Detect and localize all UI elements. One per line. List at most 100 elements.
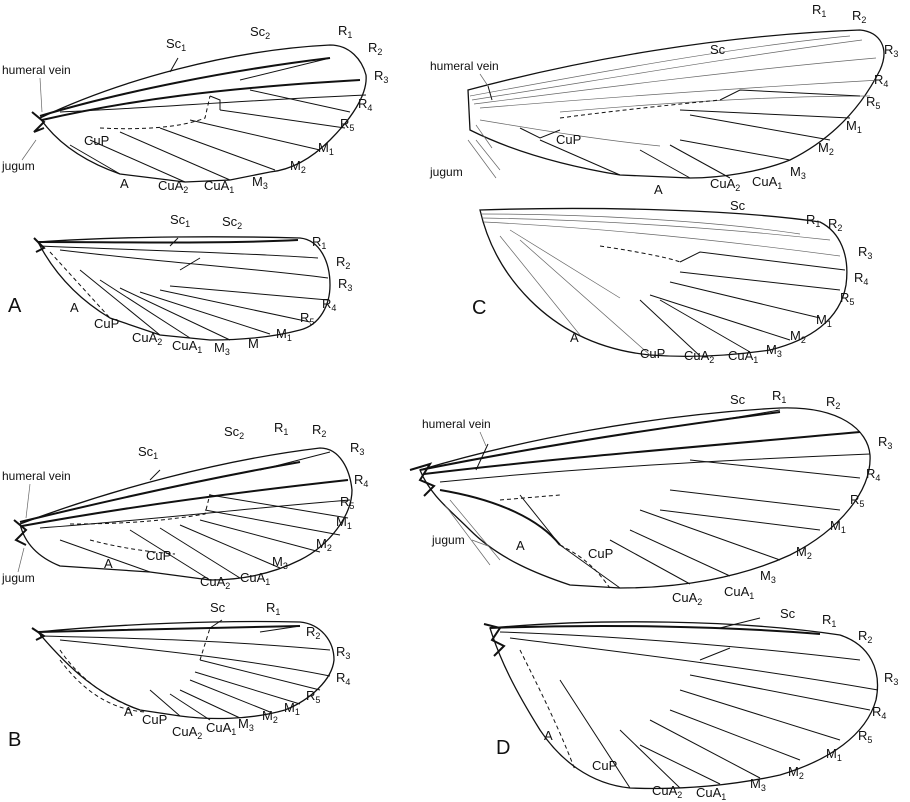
label-a-hw-m1: M1 xyxy=(276,326,292,343)
label-c-fw-cua2: CuA2 xyxy=(710,176,740,193)
label-c-hw-r3: R3 xyxy=(858,244,872,261)
label-b-fw-m1: M1 xyxy=(336,514,352,531)
label-d-hw-sc: Sc xyxy=(780,606,796,621)
label-d-fw-cup: CuP xyxy=(588,546,613,561)
label-b-fw-sc1: Sc1 xyxy=(138,444,158,461)
label-a-hw-r4: R4 xyxy=(322,296,336,313)
label-a-hw-cua1: CuA1 xyxy=(172,338,202,355)
label-b-fw-m2: M2 xyxy=(316,536,332,553)
label-c-hw-r1: R1 xyxy=(806,212,820,229)
label-d-fw-r5: R5 xyxy=(850,492,864,509)
hindwing-d xyxy=(483,617,879,790)
label-c-fw-m2: M2 xyxy=(818,140,834,157)
label-d-fw-cua2: CuA2 xyxy=(672,590,702,607)
label-a-fw-m2: M2 xyxy=(290,158,306,175)
label-d-fw-m1: M1 xyxy=(830,518,846,535)
forewing-d xyxy=(409,407,871,589)
label-a-fw-cua1: CuA1 xyxy=(204,178,234,195)
label-c-hw-sc: Sc xyxy=(730,198,746,213)
panel-label-c: C xyxy=(472,297,486,319)
label-c-fw-r3: R3 xyxy=(884,42,898,59)
label-a-fw-a: A xyxy=(120,176,129,191)
label-b-hw-r2: R2 xyxy=(306,624,320,641)
label-a-fw-r2: R2 xyxy=(368,40,382,57)
label-b-hw-m1: M1 xyxy=(284,700,300,717)
label-b-fw-cua1: CuA1 xyxy=(240,570,270,587)
label-a-fw-cua2: CuA2 xyxy=(158,178,188,195)
label-b-hw-r1: R1 xyxy=(266,600,280,617)
label-d-hw-cua2: CuA2 xyxy=(652,783,682,800)
label-d-fw-r2: R2 xyxy=(826,394,840,411)
label-a-hw-sc1: Sc1 xyxy=(170,212,190,229)
label-a-hw-r5: R5 xyxy=(300,310,314,327)
label-c-hw-r2: R2 xyxy=(828,216,842,233)
label-c-hw-cup: CuP xyxy=(640,346,665,361)
label-b-hw-a: A xyxy=(124,704,133,719)
label-c-fw-cup: CuP xyxy=(556,132,581,147)
label-d-hw-r2: R2 xyxy=(858,628,872,645)
label-c-fw-sc: Sc xyxy=(710,42,726,57)
panel-c: Sc R1 R2 R3 R4 R5 M1 M2 M3 CuA1 CuA2 xyxy=(429,2,898,365)
label-d-hw-r4: R4 xyxy=(872,704,886,721)
label-a-hw-a: A xyxy=(70,300,79,315)
panel-label-b: B xyxy=(8,729,21,751)
label-c-hw-m1: M1 xyxy=(816,312,832,329)
label-a-fw-jugum: jugum xyxy=(1,159,35,173)
label-d-fw-m2: M2 xyxy=(796,544,812,561)
label-a-hw-m3: M3 xyxy=(214,340,230,357)
label-c-hw-m2: M2 xyxy=(790,328,806,345)
label-d-fw-r1: R1 xyxy=(772,388,786,405)
label-c-fw-r4: R4 xyxy=(874,72,888,89)
label-a-fw-r4: R4 xyxy=(358,96,372,113)
label-b-hw-cua2: CuA2 xyxy=(172,724,202,741)
hindwing-a xyxy=(33,236,331,341)
label-a-fw-humeral-vein: humeral vein xyxy=(2,63,71,77)
label-c-fw-r5: R5 xyxy=(866,94,880,111)
label-b-hw-m2: M2 xyxy=(262,708,278,725)
label-b-fw-jugum: jugum xyxy=(1,571,35,585)
label-c-fw-a: A xyxy=(654,182,663,197)
label-b-hw-m3: M3 xyxy=(238,716,254,733)
label-b-fw-r2: R2 xyxy=(312,422,326,439)
label-b-fw-cup: CuP xyxy=(146,548,171,563)
label-b-hw-r4: R4 xyxy=(336,670,350,687)
panel-a: Sc1 Sc2 R1 R2 R3 R4 R5 M1 M2 M3 CuA1 xyxy=(1,23,388,357)
label-a-hw-r1: R1 xyxy=(312,234,326,251)
label-d-fw-humeral-vein: humeral vein xyxy=(422,417,491,431)
label-d-hw-m2: M2 xyxy=(788,764,804,781)
label-d-fw-r3: R3 xyxy=(878,434,892,451)
label-d-hw-r3: R3 xyxy=(884,670,898,687)
label-a-fw-m3: M3 xyxy=(252,174,268,191)
label-d-fw-jugum: jugum xyxy=(431,533,465,547)
label-b-hw-cua1: CuA1 xyxy=(206,720,236,737)
label-a-fw-r3: R3 xyxy=(374,68,388,85)
panel-b: Sc1 Sc2 R1 R2 R3 R4 R5 M1 M2 M3 CuA1 xyxy=(1,420,368,751)
label-a-fw-cup: CuP xyxy=(84,133,109,148)
label-d-fw-sc: Sc xyxy=(730,392,746,407)
label-d-hw-m3: M3 xyxy=(750,776,766,793)
label-b-fw-cua2: CuA2 xyxy=(200,574,230,591)
panel-label-d: D xyxy=(496,737,510,759)
label-b-fw-r5: R5 xyxy=(340,494,354,511)
panel-label-a: A xyxy=(8,295,22,317)
label-c-hw-r4: R4 xyxy=(854,270,868,287)
label-d-hw-cup: CuP xyxy=(592,758,617,773)
label-c-fw-m1: M1 xyxy=(846,118,862,135)
label-c-fw-humeral-vein: humeral vein xyxy=(430,59,499,73)
label-d-fw-a: A xyxy=(516,538,525,553)
hindwing-c xyxy=(479,207,848,358)
label-a-fw-m1: M1 xyxy=(318,140,334,157)
label-b-fw-sc2: Sc2 xyxy=(224,424,244,441)
label-c-fw-r2: R2 xyxy=(852,8,866,25)
label-a-fw-r5: R5 xyxy=(340,116,354,133)
forewing-b xyxy=(13,447,353,581)
label-d-hw-a: A xyxy=(544,728,553,743)
label-b-hw-sc: Sc xyxy=(210,600,226,615)
label-b-hw-r3: R3 xyxy=(336,644,350,661)
label-d-hw-m1: M1 xyxy=(826,746,842,763)
label-d-hw-r1: R1 xyxy=(822,612,836,629)
label-b-fw-a: A xyxy=(104,556,113,571)
label-b-hw-r5: R5 xyxy=(306,688,320,705)
panel-d: Sc R1 R2 R3 R4 R5 M1 M2 M3 CuA1 CuA2 xyxy=(409,388,898,802)
